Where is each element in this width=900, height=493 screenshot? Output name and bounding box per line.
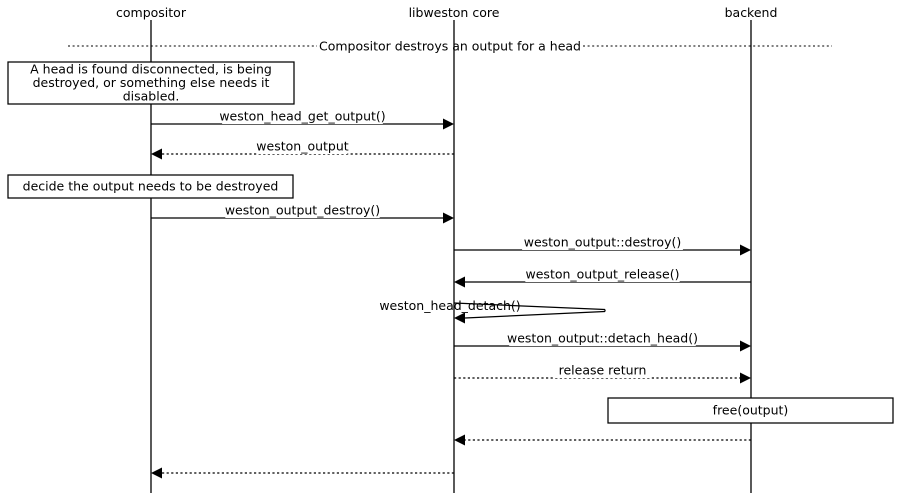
message-label-msg-weston-output-destroy-vfunc: weston_output::destroy()	[524, 235, 682, 250]
note-text-line: free(output)	[713, 402, 789, 417]
message-msg-weston-output-destroy: weston_output_destroy()	[151, 203, 454, 224]
message-label-bg-msg-weston-output-release	[525, 268, 680, 282]
message-arrowhead-msg-weston-output-destroy	[443, 212, 454, 224]
message-label-bg-msg-weston-head-get-output	[222, 110, 383, 124]
message-label-bg-msg-weston-output-destroy-vfunc	[522, 236, 683, 250]
message-label-msg-weston-output-release: weston_output_release()	[526, 267, 680, 282]
message-label-msg-weston-output-destroy: weston_output_destroy()	[225, 203, 380, 218]
message-msg-weston-head-get-output: weston_head_get_output()	[151, 109, 454, 130]
message-arrowhead-msg-core-return	[151, 467, 162, 479]
notes-layer: A head is found disconnected, is beingde…	[7, 61, 894, 424]
participant-label-compositor: compositor	[116, 5, 187, 20]
message-arrowhead-msg-weston-head-get-output	[443, 118, 454, 130]
participant-labels-layer: compositor libweston core backend	[116, 5, 777, 20]
message-label-msg-weston-head-get-output: weston_head_get_output()	[219, 109, 385, 124]
messages-layer: weston_head_get_output() weston_outputwes…	[151, 109, 751, 479]
note-text-line: destroyed, or something else needs it	[33, 75, 270, 90]
selfcall-out-line	[453, 302, 606, 311]
note-text-line: A head is found disconnected, is being	[30, 61, 272, 76]
selfcall-back-line	[464, 310, 606, 319]
message-arrowhead-msg-weston-output-detach-head	[740, 340, 751, 352]
message-arrowhead-msg-weston-output-return	[151, 148, 162, 160]
message-label-msg-weston-head-detach: weston_head_detach()	[379, 298, 520, 313]
note-note-free-output: free(output)	[607, 397, 894, 424]
selfcall-arrowhead	[454, 312, 465, 324]
message-label-msg-weston-output-return: weston_output	[256, 139, 348, 154]
participant-label-libweston-core: libweston core	[409, 5, 500, 20]
note-box-note-decide-destroy	[7, 174, 294, 199]
message-msg-weston-output-release: weston_output_release()	[454, 267, 751, 288]
note-text-line: disabled.	[123, 88, 180, 103]
message-msg-weston-output-destroy-vfunc: weston_output::destroy()	[454, 235, 751, 256]
message-label-bg-msg-weston-output-return	[257, 140, 348, 154]
divider-title: Compositor destroys an output for a head	[319, 39, 581, 54]
message-msg-release-return: release return	[454, 363, 751, 384]
message-msg-core-return	[151, 467, 454, 479]
message-label-bg-msg-release-return	[554, 364, 651, 378]
divider-layer: Compositor destroys an output for a head	[68, 39, 832, 54]
note-text-line: decide the output needs to be destroyed	[23, 178, 279, 193]
message-label-msg-release-return: release return	[559, 363, 647, 378]
message-arrowhead-msg-weston-output-release	[454, 276, 465, 288]
note-box-note-free-output	[607, 397, 894, 424]
message-arrowhead-msg-backend-return	[454, 434, 465, 446]
message-arrowhead-msg-weston-output-destroy-vfunc	[740, 244, 751, 256]
message-msg-weston-output-detach-head: weston_output::detach_head()	[454, 331, 751, 352]
message-label-bg-msg-weston-output-destroy	[225, 204, 380, 218]
message-label-msg-weston-output-detach-head: weston_output::detach_head()	[507, 331, 698, 346]
message-arrowhead-msg-release-return	[740, 372, 751, 384]
message-msg-weston-output-return: weston_output	[151, 139, 454, 160]
note-note-head-disconnected: A head is found disconnected, is beingde…	[7, 61, 295, 105]
note-note-decide-destroy: decide the output needs to be destroyed	[7, 174, 294, 199]
participant-label-backend: backend	[725, 5, 778, 20]
message-msg-backend-return	[454, 434, 751, 446]
message-label-bg-msg-weston-output-detach-head	[509, 332, 696, 346]
message-msg-weston-head-detach: weston_head_detach()	[379, 298, 606, 324]
note-box-note-head-disconnected	[7, 61, 295, 105]
